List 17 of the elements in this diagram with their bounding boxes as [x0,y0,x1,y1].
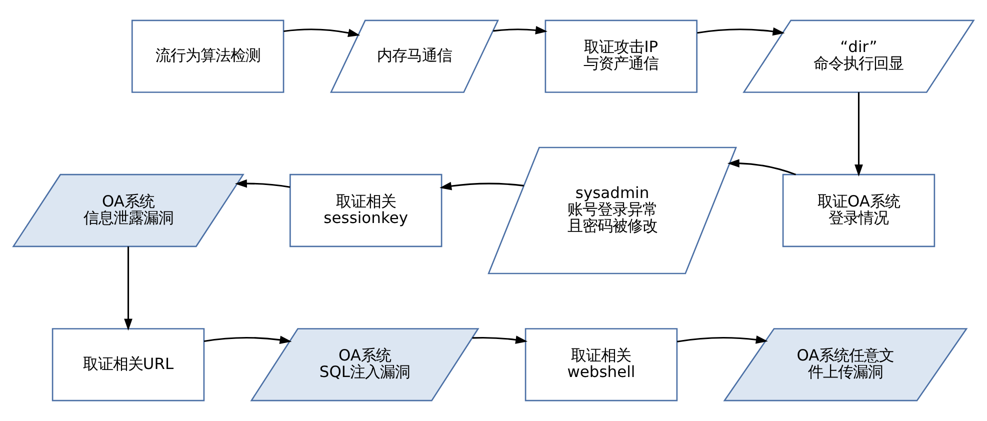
arrow [493,26,548,34]
node-box: 取证相关URL [52,328,205,402]
arrow [124,246,132,331]
arrow [727,159,796,176]
node-box: 流行为算法检测 [131,20,284,93]
arrow [472,336,528,344]
arrow [284,28,360,37]
node-box: 取证相关 sessionkey [290,174,442,248]
node-box: 取证OA系统 登录情况 [782,174,936,248]
arrow [676,336,768,344]
node-box: 取证相关 webshell [524,328,678,402]
arrow [697,27,785,36]
arrow [234,179,290,188]
arrow [204,336,292,344]
arrow [854,92,863,177]
node-box: 取证攻击IP 与资产通信 [544,20,698,93]
arrow [440,182,524,190]
